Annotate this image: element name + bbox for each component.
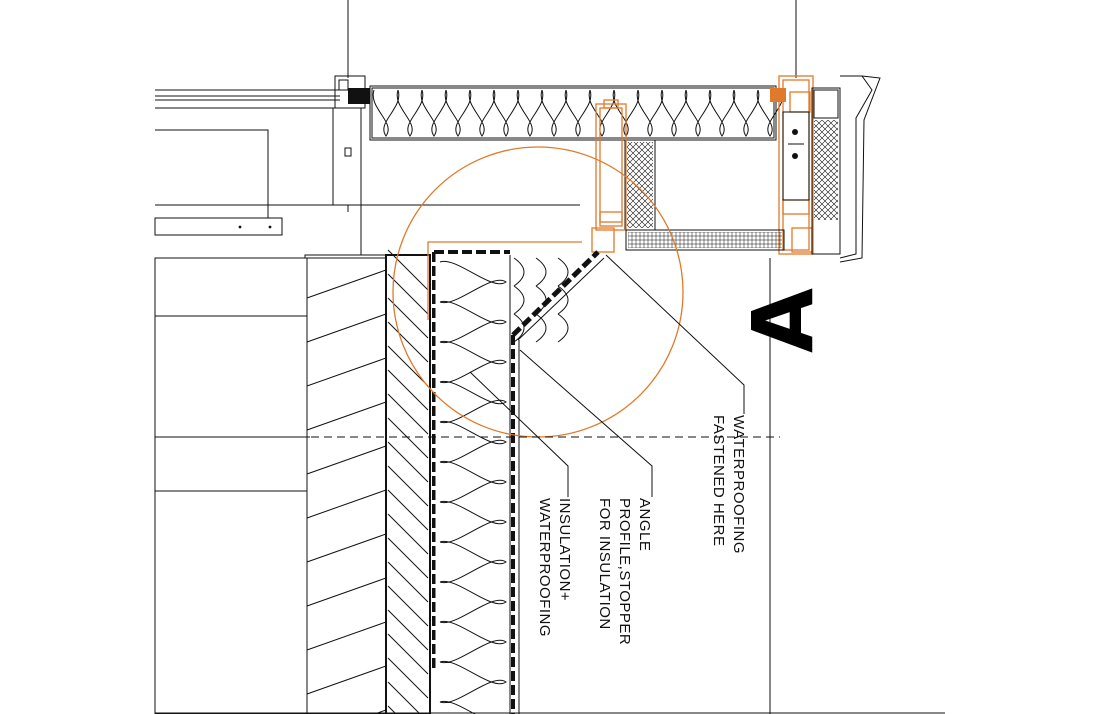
hatch-line (387, 633, 429, 675)
hatch-line (306, 269, 387, 299)
left-window-profile (334, 75, 370, 109)
hatch-line (387, 585, 429, 627)
hatch-line (387, 249, 429, 291)
label-fastened-here: FASTENED HERE (710, 415, 727, 547)
label-angle: ANGLE (636, 498, 653, 551)
hatch-line (387, 273, 429, 315)
hatch-line (306, 533, 387, 563)
label-insulation: INSULATION+ (556, 498, 573, 601)
hatch-line (306, 313, 387, 343)
brick-hatch (306, 269, 387, 714)
hatch-line (306, 665, 387, 695)
reference-lines (347, 0, 797, 78)
hatch-line (387, 417, 429, 459)
hatch-line (387, 681, 421, 714)
hatch-line (387, 537, 429, 579)
hatch-line (306, 621, 387, 651)
top-insulation-panel (369, 85, 784, 141)
section-marker: A (734, 288, 832, 353)
hatch-line (387, 513, 429, 555)
hatch-line (387, 657, 429, 699)
grade-lines (155, 258, 945, 714)
concrete-hatch (387, 249, 429, 714)
angle-profile (427, 241, 582, 320)
window-frame-profiles (591, 75, 814, 255)
hatch-line (387, 297, 429, 339)
label-for-insulation: FOR INSULATION (596, 498, 613, 630)
label-waterproofing-2: WATERPROOFING (536, 498, 553, 637)
label-waterproofing: WATERPROOFING (730, 415, 747, 554)
sill-mesh (625, 229, 785, 251)
hatch-line (387, 321, 429, 363)
wall-section (154, 249, 431, 714)
vertical-stud (624, 139, 656, 231)
hatch-line (387, 609, 429, 651)
hatch-line (387, 441, 429, 483)
hatch-line (387, 489, 429, 531)
left-existing-structure (154, 89, 580, 255)
hatch-line (306, 489, 387, 519)
hatch-line (387, 345, 429, 387)
waterproofing-layers (432, 250, 605, 714)
label-profile-stopper: PROFILE,STOPPER (616, 498, 633, 645)
hatch-line (387, 393, 429, 435)
hatch-line (306, 445, 387, 475)
hatch-line (306, 401, 387, 431)
hatch-line (387, 369, 429, 411)
leader-lines (469, 254, 745, 497)
wall-insulation (439, 257, 569, 714)
hatch-line (306, 357, 387, 387)
right-mullion (782, 75, 881, 263)
hatch-line (387, 465, 429, 507)
hatch-line (306, 577, 387, 607)
hatch-line (387, 561, 429, 603)
